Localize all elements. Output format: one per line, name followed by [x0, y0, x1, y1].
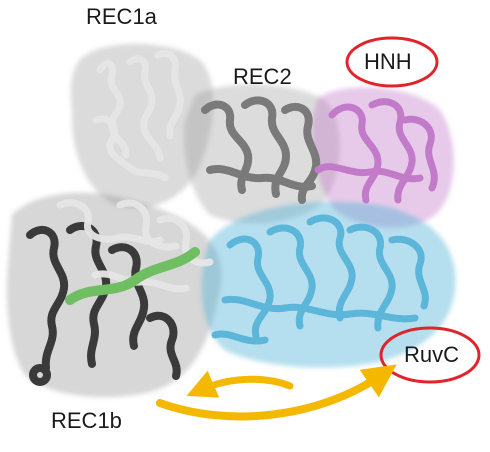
- molecular-surfaces: [6, 43, 456, 398]
- label-rec1a: REC1a: [86, 4, 157, 29]
- arrow-left-icon: [186, 370, 294, 398]
- label-hnh: HNH: [364, 49, 412, 74]
- label-rec1b: REC1b: [51, 408, 122, 433]
- rec2-ribbons: [201, 96, 321, 204]
- hnh-ribbons: [314, 98, 438, 204]
- arrow-right-icon: [156, 364, 397, 421]
- ruvc-highlight-circle: [379, 326, 481, 384]
- ribbon-cartoon: [26, 49, 438, 386]
- label-rec2: REC2: [233, 64, 292, 89]
- label-ruvc: RuvC: [404, 342, 460, 367]
- bridge-helix: [65, 247, 200, 305]
- hnh-highlight-circle: [345, 36, 439, 88]
- rec1a-ribbons: [92, 49, 184, 182]
- ruvc-ribbons: [211, 214, 429, 345]
